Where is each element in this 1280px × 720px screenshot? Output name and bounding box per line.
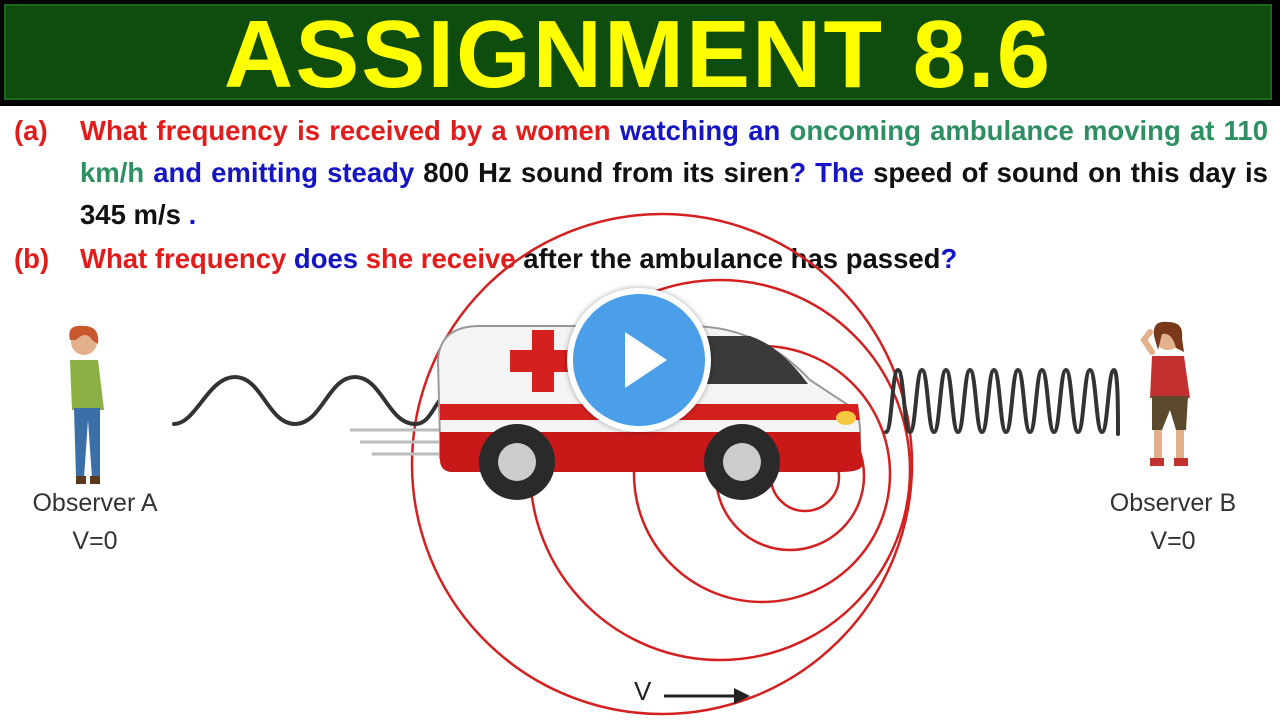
observer-a-caption: Observer A V=0 [20,484,170,560]
observer-a-figure [69,325,104,484]
velocity-label: V [634,676,652,706]
question-a: (a) What frequency is received by a wome… [14,110,1268,240]
question-b: (b) What frequency does she receive afte… [14,238,1268,282]
question-b-segment: What frequency [80,243,294,274]
question-b-label: (b) [14,243,50,274]
observer-b-velocity: V=0 [1150,527,1196,555]
question-a-segment: watching an [619,115,790,146]
observer-a-velocity: V=0 [72,527,118,555]
assignment-title: ASSIGNMENT 8.6 [223,1,1053,108]
sound-wave-rings [410,212,914,716]
question-b-segment: ? [940,243,958,274]
wave-ring [410,212,914,716]
right-arrow-icon [664,688,750,704]
question-a-text: What frequency is received by a women wa… [80,110,1268,236]
observer-a-name: Observer A [32,489,158,517]
motion-lines [350,428,440,456]
stretched-sound-wave [172,374,442,427]
title-banner: ASSIGNMENT 8.6 [0,0,1280,108]
observer-b-name: Observer B [1109,489,1237,517]
question-a-segment: and emitting steady [153,157,424,188]
question-a-segment: 800 Hz sound from its siren [423,157,790,188]
question-b-segment: after the ambulance has passed [523,243,941,274]
title-banner-panel: ASSIGNMENT 8.6 [4,1,1272,108]
observer-b-caption: Observer B V=0 [1098,484,1248,560]
question-b-segment: she receive [365,243,524,274]
question-a-segment: speed of sound on this day is 345 m/s [80,157,1268,230]
question-b-text: What frequency does she receive after th… [80,238,1268,280]
question-a-label: (a) [14,115,48,146]
question-b-segment: does [293,243,366,274]
question-a-segment: . [188,199,197,230]
question-a-segment: What frequency is received by a women [80,115,620,146]
play-button[interactable] [567,288,711,432]
question-a-segment: ? The [789,157,874,188]
play-icon [625,332,667,388]
compressed-sound-wave [884,367,1120,436]
observer-b-figure [1140,321,1190,466]
question-a-segment: oncoming ambulance moving at 110 km/h [80,115,1269,188]
